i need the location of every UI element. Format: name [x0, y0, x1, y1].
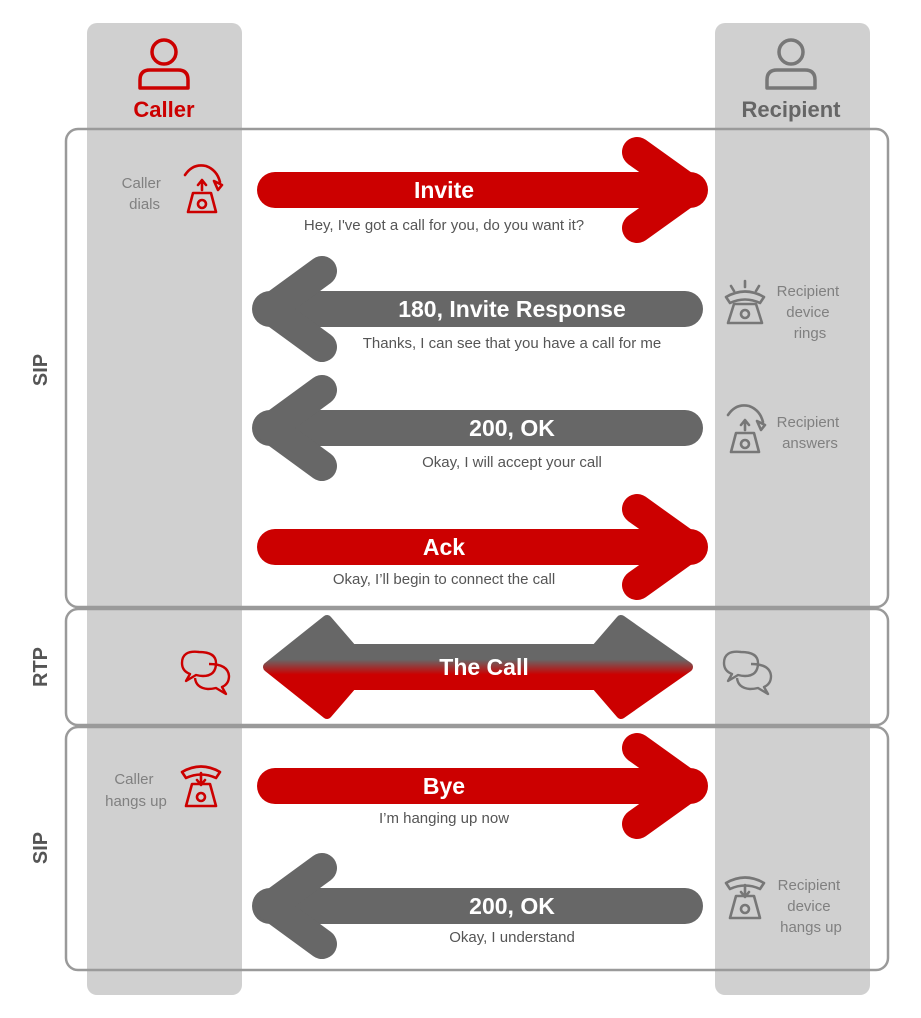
invite-response-180-arrow: [252, 256, 703, 362]
invite-title: Invite: [414, 177, 474, 203]
recipient-rings-line-2: device: [786, 304, 829, 321]
recipient-answers-line-1: Recipient: [777, 414, 840, 431]
recipient-answers-line-2: answers: [782, 435, 838, 452]
caller-person-icon: [138, 38, 190, 90]
caller-dial-phone-icon: [183, 164, 224, 214]
recipient-label: Recipient: [741, 97, 841, 122]
recipient-ringing-phone-icon: [724, 279, 766, 325]
recipient-hangs-up-line-1: Recipient: [778, 877, 841, 894]
rtp-section-box: [64, 607, 890, 727]
recipient-hangs-up-line-3: hangs up: [780, 919, 842, 936]
recipient-hangs-up-note: Recipient device hangs up: [778, 877, 845, 936]
recipient-hangup-phone-icon: [724, 876, 766, 920]
caller-speech-bubbles-icon: [180, 650, 231, 696]
invite-response-180-title: 180, Invite Response: [398, 296, 626, 322]
ok-200-arrow: [252, 375, 703, 481]
sip-setup-section-box: [64, 127, 890, 609]
recipient-answers-note: Recipient answers: [777, 414, 844, 452]
caller-dials-note: Caller dials: [122, 175, 165, 213]
ack-title: Ack: [423, 534, 465, 560]
section-label-rtp: RTP: [30, 647, 52, 687]
ok-200-title: 200, OK: [469, 415, 555, 441]
ack-arrow: [257, 494, 708, 600]
bye-subtitle: I’m hanging up now: [379, 810, 509, 827]
recipient-rings-note: Recipient device rings: [777, 283, 844, 342]
ack-subtitle: Okay, I’ll begin to connect the call: [333, 571, 555, 588]
caller-lane: [87, 23, 242, 995]
caller-dials-line-2: dials: [129, 196, 160, 213]
recipient-speech-bubbles-icon: [722, 650, 773, 696]
bye-arrow: [257, 733, 708, 839]
section-label-sip-teardown: SIP: [30, 832, 52, 864]
ok-200-teardown-subtitle: Okay, I understand: [449, 929, 575, 946]
the-call-title: The Call: [439, 654, 528, 680]
caller-hangs-up-note: Caller hangs up: [105, 771, 167, 810]
recipient-hangs-up-line-2: device: [787, 898, 830, 915]
caller-hangs-up-line-1: Caller: [114, 771, 153, 788]
invite-arrow: [257, 137, 708, 243]
caller-hangup-phone-icon: [180, 765, 222, 808]
recipient-lane: [715, 23, 870, 995]
ok-200-teardown-title: 200, OK: [469, 893, 555, 919]
invite-response-180-subtitle: Thanks, I can see that you have a call f…: [363, 335, 662, 352]
recipient-rings-line-3: rings: [794, 325, 827, 342]
ok-200-subtitle: Okay, I will accept your call: [422, 454, 602, 471]
recipient-person-icon: [765, 38, 817, 90]
bye-title: Bye: [423, 773, 465, 799]
caller-dials-line-1: Caller: [122, 175, 161, 192]
sip-teardown-section-box: [64, 725, 890, 972]
the-call-double-arrow: [263, 615, 693, 719]
recipient-rings-line-1: Recipient: [777, 283, 840, 300]
section-label-sip-setup: SIP: [30, 354, 52, 386]
recipient-answer-phone-icon: [726, 404, 767, 454]
invite-subtitle: Hey, I've got a call for you, do you wan…: [304, 217, 584, 234]
ok-200-teardown-arrow: [252, 853, 703, 959]
caller-hangs-up-line-2: hangs up: [105, 793, 167, 810]
caller-label: Caller: [133, 97, 195, 122]
